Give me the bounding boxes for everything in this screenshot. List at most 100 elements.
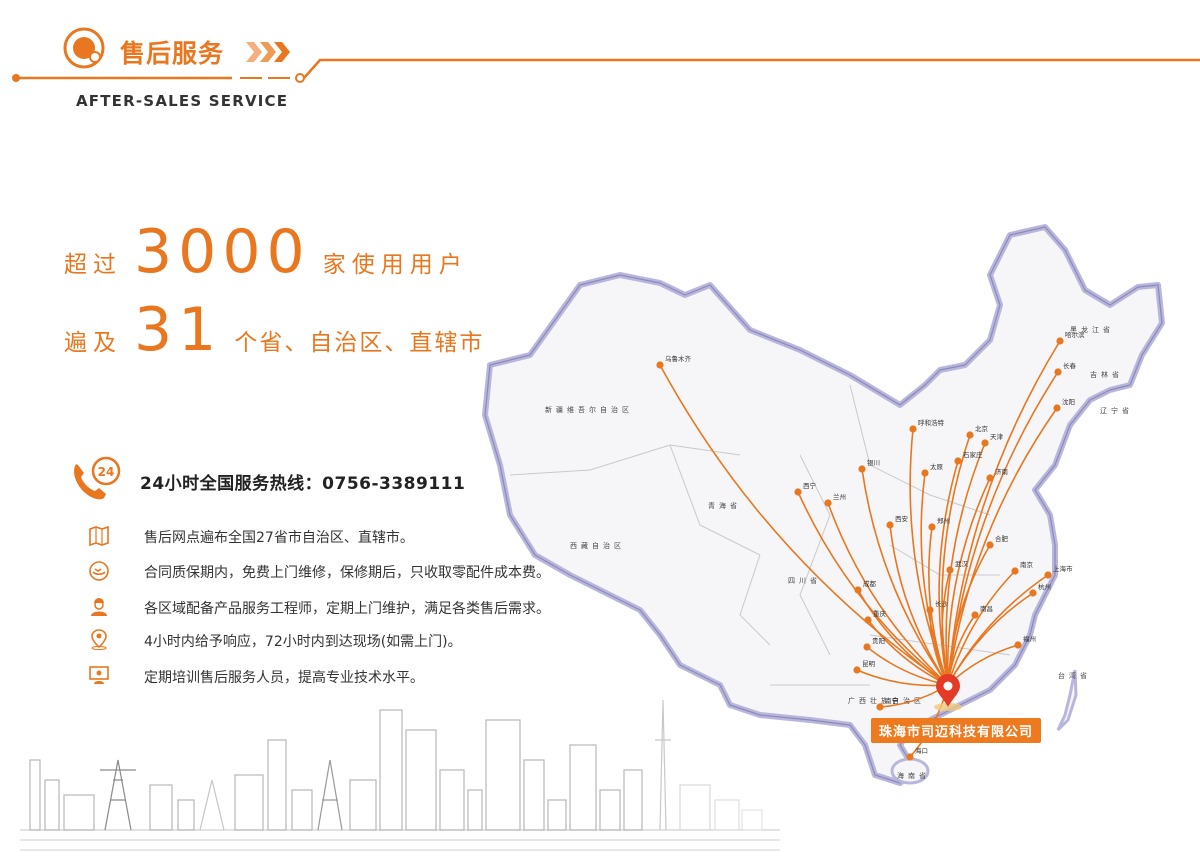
stat-regions-suffix: 个省、自治区、直辖市 [234, 330, 485, 356]
route-line [947, 592, 1034, 686]
city-label: 哈尔滨 [1065, 330, 1085, 339]
city-dot [1044, 571, 1052, 579]
city-label: 贵阳 [872, 636, 885, 645]
route-line [797, 491, 949, 686]
region-label: 辽宁省 [1100, 406, 1133, 415]
feature-item: 售后网点遍布全国27省市自治区、直辖市。 [144, 530, 414, 546]
city-dot [1014, 641, 1022, 649]
city-label: 南宁 [885, 696, 899, 705]
origin-company-label: 珠海市司迈科技有限公司 [871, 718, 1042, 743]
route-line [947, 340, 1061, 686]
phone-24h-icon: 24 [74, 456, 121, 500]
city-dot [853, 666, 861, 674]
city-label: 西安 [895, 514, 909, 523]
handshake-icon [89, 561, 109, 581]
stat-regions-number: 31 [134, 295, 223, 365]
city-label: 石家庄 [963, 450, 983, 459]
section-title: 售后服务 [120, 39, 225, 68]
city-label: 重庆 [873, 609, 887, 618]
city-dot [928, 523, 936, 531]
city-dot [794, 488, 802, 496]
stat-regions-prefix: 遍及 [64, 330, 122, 356]
stat-users-suffix: 家使用用户 [322, 252, 468, 278]
route-line [945, 442, 986, 686]
hotline-icon-label: 24 [98, 465, 115, 479]
city-dot [876, 703, 884, 711]
region-label: 广西壮族自治区 [848, 696, 925, 705]
section-subtitle: AFTER-SALES SERVICE [76, 92, 289, 110]
region-labels: 新疆维吾尔自治区 西藏自治区 青海省 四川省 黑龙江省 吉林省 辽宁省 海南省 … [545, 325, 1133, 780]
city-label: 海口 [915, 746, 928, 755]
city-label: 福州 [1023, 634, 1036, 643]
city-label: 兰州 [833, 492, 846, 501]
city-dot [971, 611, 979, 619]
training-icon [89, 666, 109, 684]
city-dot [824, 499, 832, 507]
feature-item: 各区域配备产品服务工程师，定期上门维护，满足各类售后需求。 [144, 601, 550, 617]
route-line [941, 569, 951, 686]
city-dot [1056, 337, 1064, 345]
city-label: 太原 [930, 462, 944, 471]
city-label: 武汉 [955, 559, 969, 568]
city-label: 乌鲁木齐 [665, 354, 692, 363]
city-label: 上海市 [1053, 564, 1073, 573]
city-dot [864, 616, 872, 624]
route-line [857, 589, 949, 686]
route-line [861, 468, 949, 686]
stat-users-number: 3000 [134, 217, 311, 287]
city-dot [1029, 589, 1037, 597]
city-markers: 乌鲁木齐哈尔滨长春沈阳呼和浩特北京天津石家庄太原济南银川西宁兰州西安郑州合肥南京… [656, 330, 1085, 761]
city-dot [966, 431, 974, 439]
feature-item: 定期培训售后服务人员，提高专业技术水平。 [144, 670, 424, 686]
city-label: 呼和浩特 [918, 418, 945, 427]
chevron-right-icon [246, 42, 290, 62]
city-dot [986, 474, 994, 482]
region-label: 四川省 [788, 576, 821, 585]
city-label: 长春 [1063, 361, 1077, 370]
route-line [659, 364, 949, 686]
route-line [947, 570, 1016, 686]
city-label: 北京 [975, 424, 989, 433]
city-label: 银川 [867, 458, 880, 467]
origin-pin-icon [934, 674, 962, 711]
city-dot [926, 606, 934, 614]
service-hotline: 24小时全国服务热线：0756-3389111 [140, 474, 466, 494]
region-label: 青海省 [708, 501, 741, 510]
header-rule [12, 58, 1200, 83]
city-label: 天津 [990, 433, 1004, 441]
feature-item: 4小时内给予响应，72小时内到达现场(如需上门)。 [144, 634, 462, 650]
route-line [946, 477, 991, 686]
city-label: 成都 [863, 579, 877, 588]
engineer-icon [91, 598, 107, 616]
city-dot [909, 425, 917, 433]
region-label: 海南省 [897, 771, 930, 780]
city-label: 南昌 [980, 604, 993, 613]
region-label: 西藏自治区 [570, 541, 625, 550]
city-label: 合肥 [995, 534, 1009, 543]
city-label: 济南 [995, 467, 1009, 476]
city-dot [656, 361, 664, 369]
city-dot [854, 586, 862, 594]
city-skyline-illustration [20, 700, 780, 851]
route-line [827, 502, 949, 686]
region-label: 台湾省 [1058, 671, 1091, 680]
route-line [941, 434, 971, 686]
stat-users-prefix: 超过 [64, 252, 122, 278]
city-label: 昆明 [862, 660, 876, 668]
city-dot [986, 541, 994, 549]
route-line [947, 407, 1058, 686]
region-label: 黑龙江省 [1070, 325, 1114, 334]
city-dot [946, 566, 954, 574]
city-dot [1011, 567, 1019, 575]
city-dot [858, 465, 866, 473]
city-dot [954, 457, 962, 465]
brand-logo-icon [63, 27, 105, 69]
feature-item: 合同质保期内，免费上门维修，保修期后，只收取零配件成本费。 [144, 565, 550, 581]
region-label: 新疆维吾尔自治区 [545, 405, 633, 414]
city-dot [981, 439, 989, 447]
city-label: 南京 [1020, 560, 1034, 569]
service-routes [659, 340, 1061, 758]
location-pin-icon [91, 629, 107, 650]
city-label: 西宁 [803, 481, 817, 490]
